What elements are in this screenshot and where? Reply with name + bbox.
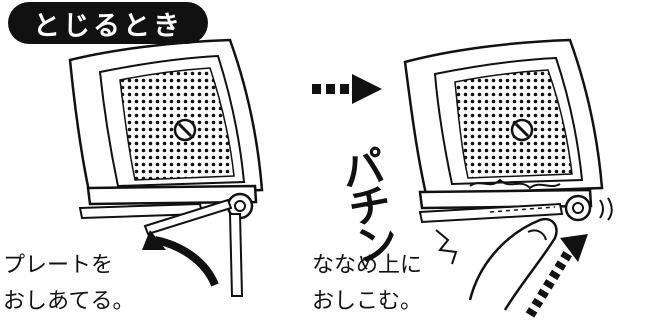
left-shaver-inner-frame [98,54,246,188]
dashed-arrow-icon [312,74,382,104]
right-shaver-illustration [403,38,613,318]
right-hair-edge [469,178,561,190]
screw-icon [173,118,197,142]
left-lower-band [86,184,258,206]
right-plate [418,202,564,224]
left-open-lid [228,213,244,297]
title-badge: とじるとき [8,2,208,44]
impact-burst [435,229,458,265]
left-caption: プレートを おしあてる。 [3,253,135,314]
left-lid-arm [143,198,233,236]
screw-icon [510,118,534,142]
up-arrow-icon [525,234,588,318]
curved-arrow-icon [142,230,219,287]
pivot-icon [564,194,592,222]
finger-icon [468,217,558,311]
left-shaver-illustration [68,38,264,297]
right-shaver-inner-frame [433,56,584,186]
right-caption: ななめ上に おしこむ。 [312,253,423,314]
click-marks [599,197,613,221]
